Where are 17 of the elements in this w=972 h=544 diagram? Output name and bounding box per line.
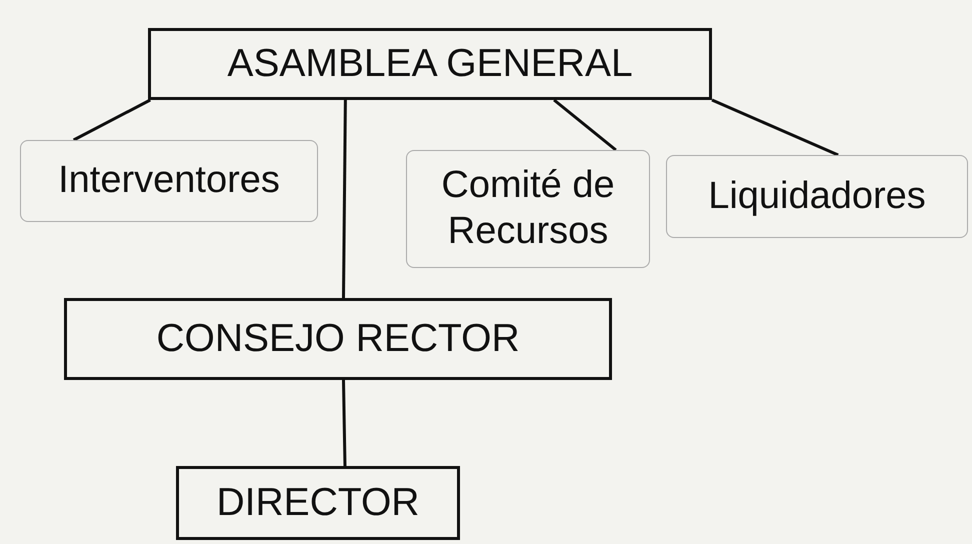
unit-name: DIRECTOR bbox=[216, 480, 420, 526]
committee-box bbox=[406, 150, 650, 268]
connector-line bbox=[711, 98, 839, 156]
connector-line bbox=[72, 98, 151, 142]
unit-name: ASAMBLEA GENERAL bbox=[227, 40, 633, 87]
unit-name: Interventores bbox=[58, 158, 280, 204]
committee-box bbox=[20, 140, 318, 222]
org-unit-box bbox=[64, 298, 612, 380]
connector-line bbox=[553, 98, 617, 152]
committee-box bbox=[666, 155, 968, 238]
unit-name: Comité de Recursos bbox=[440, 163, 616, 254]
connector-line bbox=[342, 100, 347, 298]
org-unit-box bbox=[176, 466, 460, 540]
connector-line bbox=[342, 380, 346, 466]
unit-name: CONSEJO RECTOR bbox=[156, 316, 520, 362]
unit-name: Liquidadores bbox=[708, 174, 926, 219]
org-unit-box bbox=[148, 28, 712, 100]
